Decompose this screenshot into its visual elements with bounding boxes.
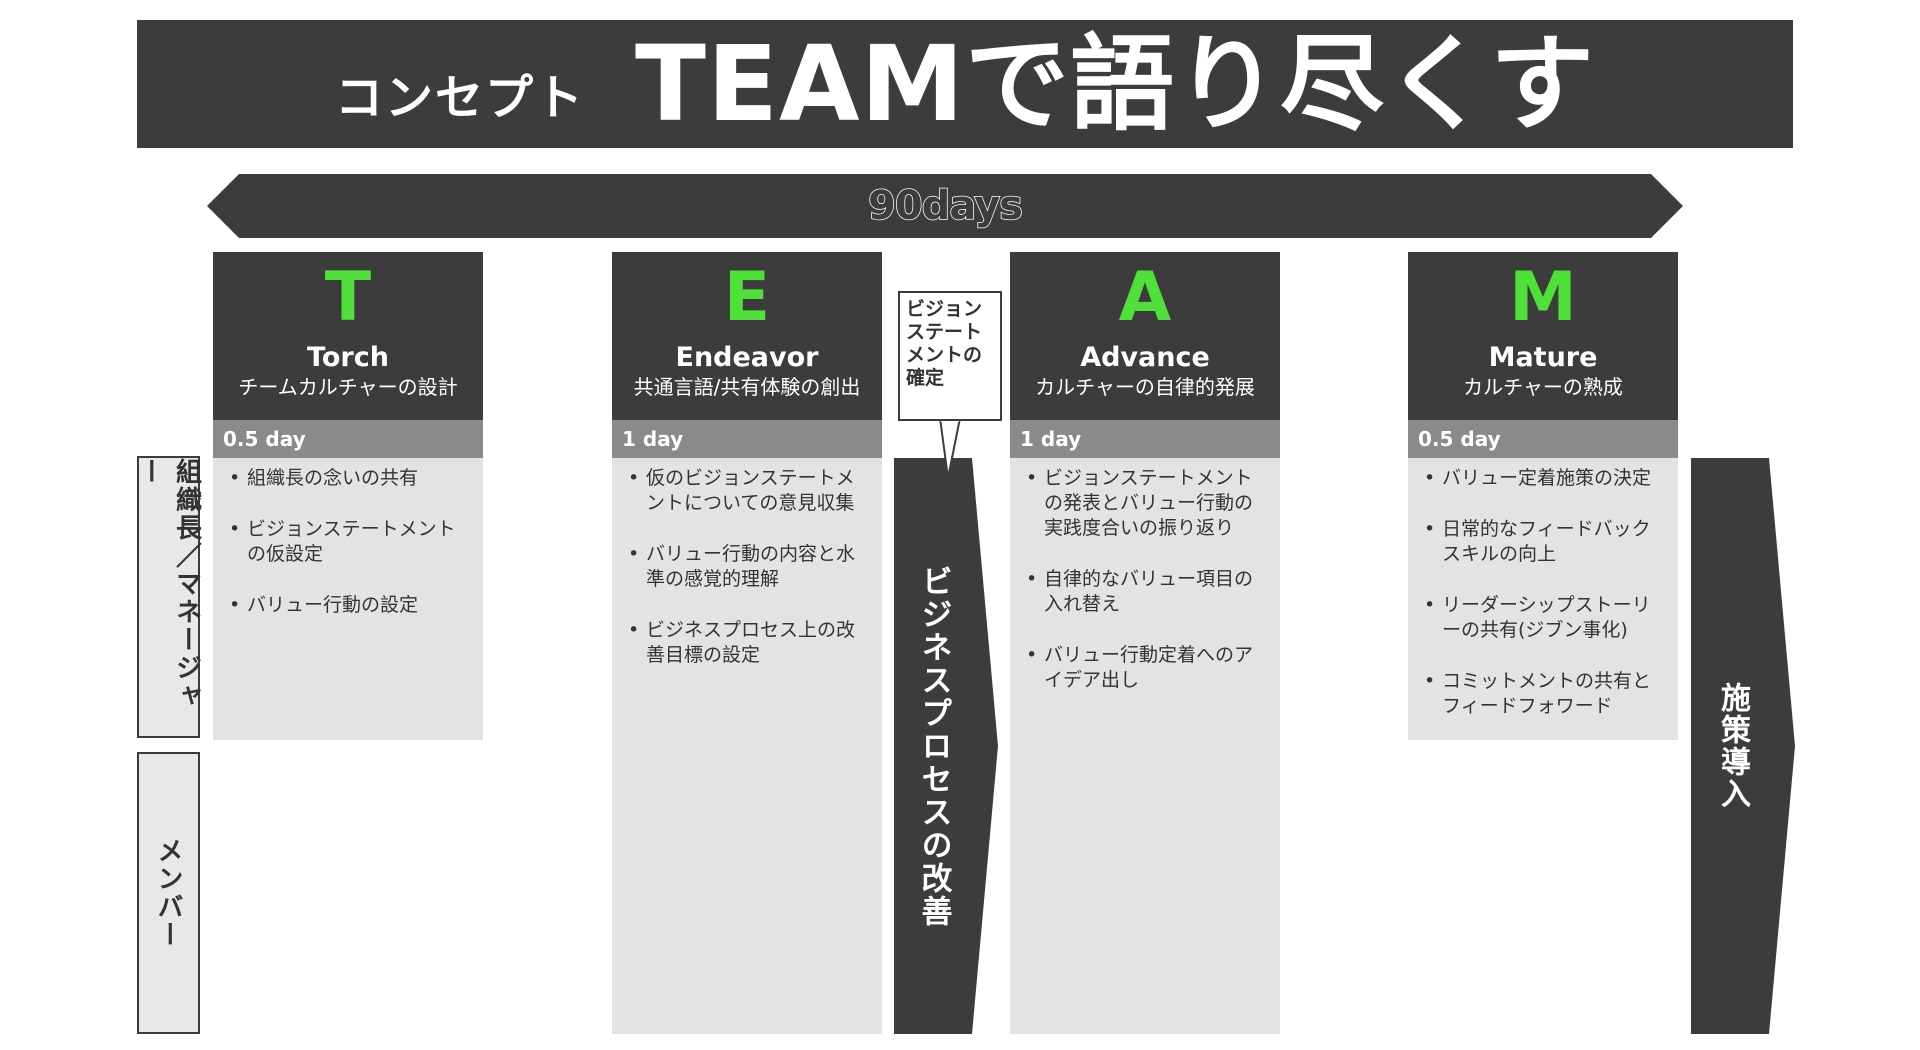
list-item: バリュー行動の内容と水準の感覚的理解 [626,542,872,592]
phase-torch-body: 組織長の念いの共有 ビジョンステートメントの仮設定 バリュー行動の設定 [213,458,483,740]
callout-pointer [938,418,962,479]
role-member-box: メンバー [137,752,200,1034]
list-item: 自律的なバリュー項目の入れ替え [1024,567,1270,617]
list-item: コミットメントの共有とフィードフォワード [1422,669,1668,719]
phase-name: Mature [1488,342,1598,373]
process-arrow-text-wrap: ビジネスプロセスの改善 [894,458,974,1034]
list-item: 仮のビジョンステートメントについての意見収集 [626,466,872,516]
phase-endeavor-header: E Endeavor 共通言語/共有体験の創出 [612,252,882,420]
implementation-arrow [1691,458,1795,1034]
vision-callout: ビジョンステートメントの確定 [898,291,1002,421]
list-item: バリュー定着施策の決定 [1422,466,1668,491]
phase-letter: M [1509,258,1577,337]
phase-advance-duration: 1 day [1010,420,1280,458]
implementation-arrow-label: 施策導入 [1715,682,1750,810]
list-item: バリュー行動定着へのアイデア出し [1024,643,1270,693]
concept-label: コンセプト [335,70,586,126]
phase-name: Endeavor [675,342,819,373]
phase-items: ビジョンステートメントの発表とバリュー行動の実践度合いの振り返り 自律的なバリュ… [1024,466,1270,693]
phase-endeavor-duration: 1 day [612,420,882,458]
list-item: 日常的なフィードバックスキルの向上 [1422,517,1668,567]
phase-name: Torch [307,342,389,373]
phase-mature-header: M Mature カルチャーの熟成 [1408,252,1678,420]
phase-name: Advance [1080,342,1210,373]
list-item: ビジネスプロセス上の改善目標の設定 [626,618,872,668]
phase-advance-body: ビジョンステートメントの発表とバリュー行動の実践度合いの振り返り 自律的なバリュ… [1010,458,1280,1034]
phase-torch-duration: 0.5 day [213,420,483,458]
role-manager-box: 組織長／マネージャー [135,456,202,738]
process-arrow [894,458,998,1034]
phase-description: チームカルチャーの設計 [238,375,458,399]
page-title: TEAMで語り尽くす [635,23,1595,145]
phase-mature-body: バリュー定着施策の決定 日常的なフィードバックスキルの向上 リーダーシップストー… [1408,458,1678,740]
phase-letter: T [324,258,372,337]
phase-endeavor-body: 仮のビジョンステートメントについての意見収集 バリュー行動の内容と水準の感覚的理… [612,458,882,1034]
phase-letter: E [723,258,771,337]
role-manager-label: 組織長／マネージャー [134,458,202,710]
role-member-label: メンバー [153,837,183,949]
list-item: リーダーシップストーリーの共有(ジブン事化) [1422,593,1668,643]
phase-description: カルチャーの自律的発展 [1035,375,1255,399]
implementation-arrow-text-wrap: 施策導入 [1691,458,1773,1034]
phase-advance-header: A Advance カルチャーの自律的発展 [1010,252,1280,420]
list-item: ビジョンステートメントの仮設定 [227,517,473,567]
phase-items: バリュー定着施策の決定 日常的なフィードバックスキルの向上 リーダーシップストー… [1422,466,1668,719]
phase-mature-duration: 0.5 day [1408,420,1678,458]
phase-description: カルチャーの熟成 [1463,375,1623,399]
phase-torch-header: T Torch チームカルチャーの設計 [213,252,483,420]
phase-items: 組織長の念いの共有 ビジョンステートメントの仮設定 バリュー行動の設定 [227,466,473,618]
list-item: ビジョンステートメントの発表とバリュー行動の実践度合いの振り返り [1024,466,1270,541]
phase-items: 仮のビジョンステートメントについての意見収集 バリュー行動の内容と水準の感覚的理… [626,466,872,668]
phase-description: 共通言語/共有体験の創出 [633,375,861,399]
phase-letter: A [1118,258,1172,337]
timeline-label: 90days [867,182,1023,230]
list-item: 組織長の念いの共有 [227,466,473,491]
timeline-arrow [207,174,1683,238]
process-arrow-label: ビジネスプロセスの改善 [915,564,952,928]
title-banner: コンセプト TEAMで語り尽くす [137,20,1793,148]
list-item: バリュー行動の設定 [227,593,473,618]
